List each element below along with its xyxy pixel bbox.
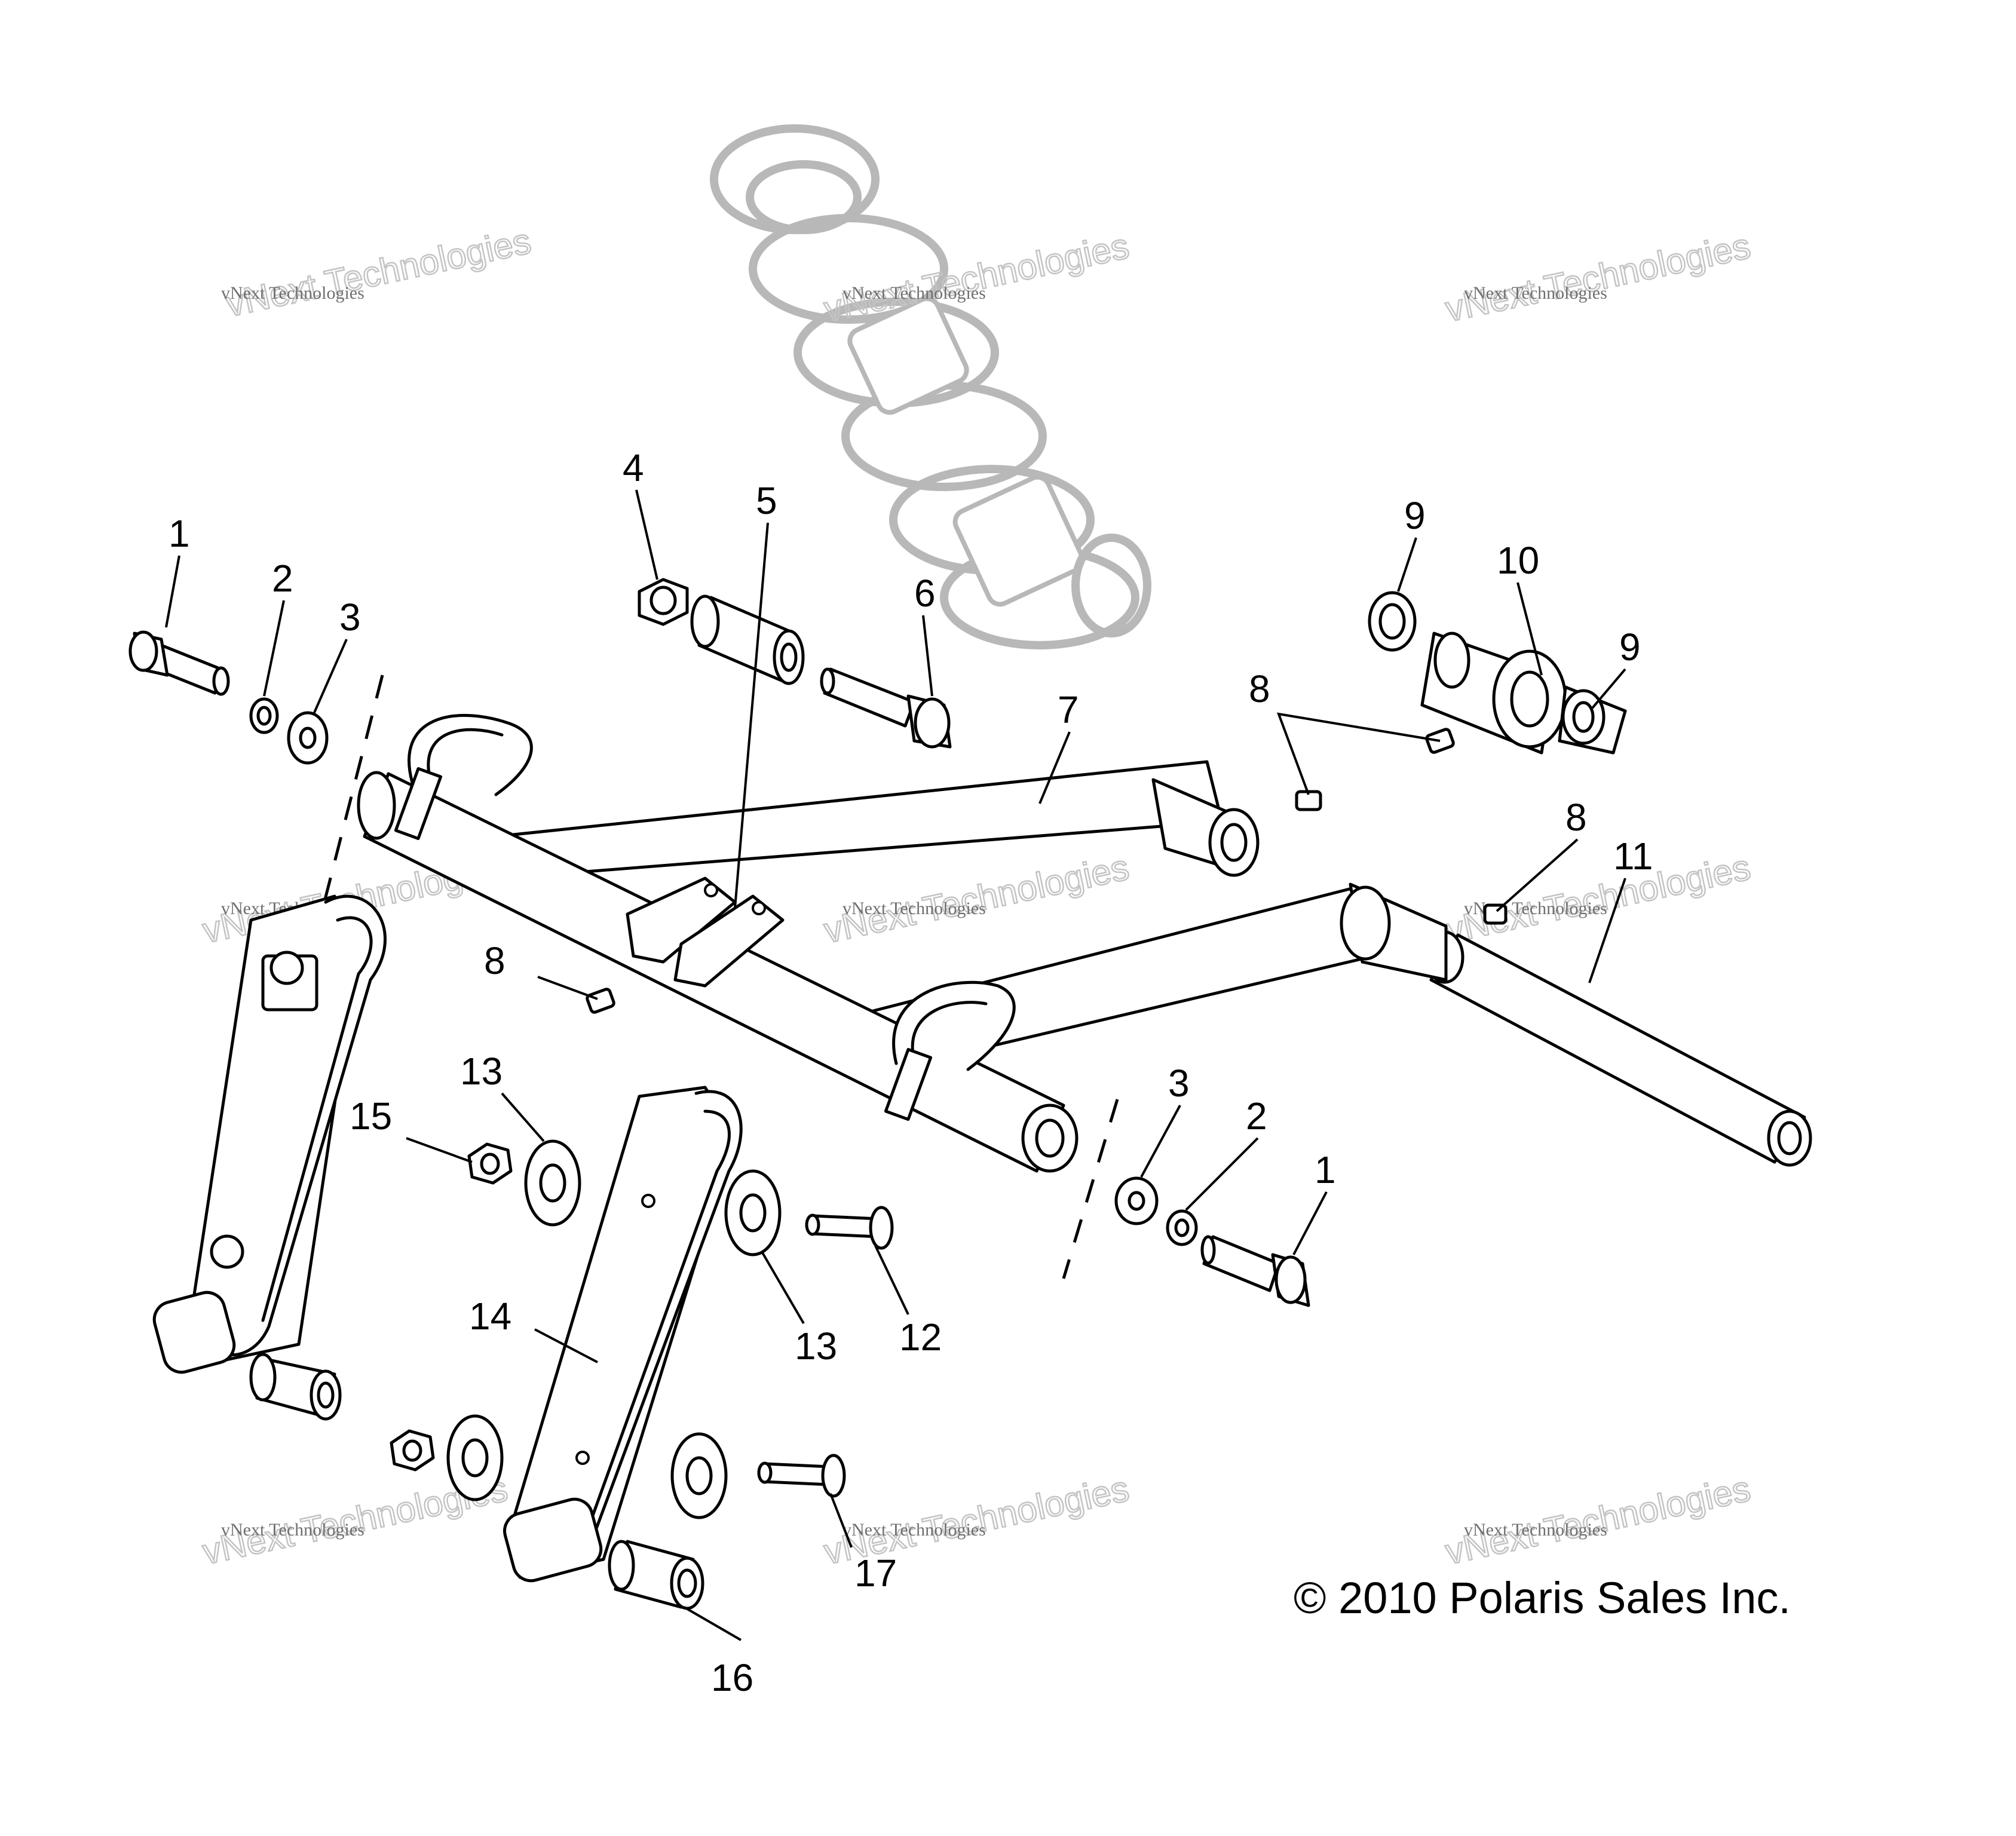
watermark-large-text: vNext Technologies	[1442, 226, 1754, 329]
watermark-small-text: vNext Technologies	[842, 899, 986, 918]
part-13-bushing-b	[724, 1169, 782, 1256]
watermark-small-text: vNext Technologies	[1464, 283, 1607, 303]
copyright-notice: © 2010 Polaris Sales Inc.	[1294, 1573, 1791, 1623]
part-8-grease-fitting-c	[1483, 903, 1508, 925]
callout-16: 16	[711, 1656, 753, 1699]
callout-11: 11	[1613, 835, 1653, 878]
callout-5: 5	[756, 479, 777, 522]
callout-1-left: 1	[168, 512, 190, 555]
callout-13-top: 13	[460, 1050, 503, 1093]
callout-12: 12	[899, 1316, 942, 1359]
part-4-nut	[638, 578, 689, 626]
watermark-top-center: vNext Technologies	[820, 225, 1133, 330]
part-2-lock-washer-left	[249, 697, 279, 734]
callout-8-top: 8	[1249, 667, 1270, 710]
callout-9-right: 9	[1619, 626, 1641, 669]
callout-1-right: 1	[1315, 1148, 1336, 1191]
alignment-dash-right	[1062, 1099, 1119, 1279]
part-15-nut	[467, 1142, 513, 1185]
part-5-spacer	[690, 594, 805, 685]
part-7-a-arm	[357, 713, 1448, 1173]
watermark-small-text: vNext Technologies	[221, 283, 364, 303]
watermark-small-text: vNext Technologies	[842, 1520, 986, 1540]
part-14-link-bar	[503, 1086, 743, 1583]
part-3-washer-right	[1114, 1176, 1159, 1225]
callout-8-left: 8	[484, 939, 505, 982]
watermark-large-text: vNext Technologies	[222, 220, 534, 324]
callout-3-right: 3	[1168, 1062, 1190, 1105]
part-1-bolt-left	[128, 630, 230, 696]
callout-13-bottom: 13	[795, 1325, 837, 1368]
callout-6: 6	[914, 572, 936, 615]
bushing-lower-left	[446, 1414, 504, 1501]
watermark-small-text: vNext Technologies	[1464, 1520, 1607, 1540]
callout-2-right: 2	[1246, 1095, 1267, 1138]
part-11-shaft	[1425, 930, 1812, 1167]
watermark-top-right: vNext Technologies	[1441, 225, 1754, 330]
alignment-dash-left	[315, 675, 384, 933]
spacer-left-link	[249, 1353, 342, 1421]
part-2-lock-washer-right	[1166, 1209, 1198, 1246]
part-16-spacer	[608, 1540, 704, 1610]
callout-8-right: 8	[1565, 796, 1587, 839]
callout-15: 15	[350, 1095, 392, 1138]
part-6-bolt	[820, 667, 952, 749]
nut-lower-left	[390, 1429, 435, 1472]
part-12-pin	[805, 1206, 894, 1250]
callout-17: 17	[854, 1552, 897, 1595]
watermark-small-text: vNext Technologies	[842, 283, 986, 303]
watermark-top-left: vNext Technologies	[222, 220, 535, 325]
watermark-large-text: vNext Technologies	[820, 226, 1132, 329]
part-1-bolt-right	[1200, 1235, 1310, 1307]
callout-labels: 1 2 3 4 5 6 7 8 8 8 9 9 10 11 3 2 1 12 1…	[168, 446, 1653, 1699]
part-9-washer-a	[1368, 591, 1417, 652]
callout-3-left: 3	[339, 596, 361, 639]
bushing-lower-right	[670, 1432, 728, 1519]
link-bar-left	[152, 894, 387, 1374]
part-13-bushing-a	[524, 1139, 581, 1227]
part-17-pin	[757, 1454, 846, 1498]
callout-9-top: 9	[1404, 494, 1426, 537]
part-3-washer-left	[287, 711, 329, 765]
callout-7: 7	[1058, 688, 1079, 731]
leader-lines	[165, 489, 1626, 1641]
callout-2-left: 2	[272, 557, 293, 600]
callout-10: 10	[1497, 539, 1539, 582]
watermark-group: vNext Technologies vNext Technologies vN…	[198, 220, 1754, 1573]
part-8-grease-fitting-d	[586, 988, 615, 1014]
callout-14: 14	[469, 1295, 511, 1338]
shock-spring-ghost	[710, 124, 1151, 649]
watermark-small-text: vNext Technologies	[221, 1520, 364, 1540]
part-9-washer-b	[1561, 689, 1606, 745]
callout-4: 4	[623, 446, 644, 489]
